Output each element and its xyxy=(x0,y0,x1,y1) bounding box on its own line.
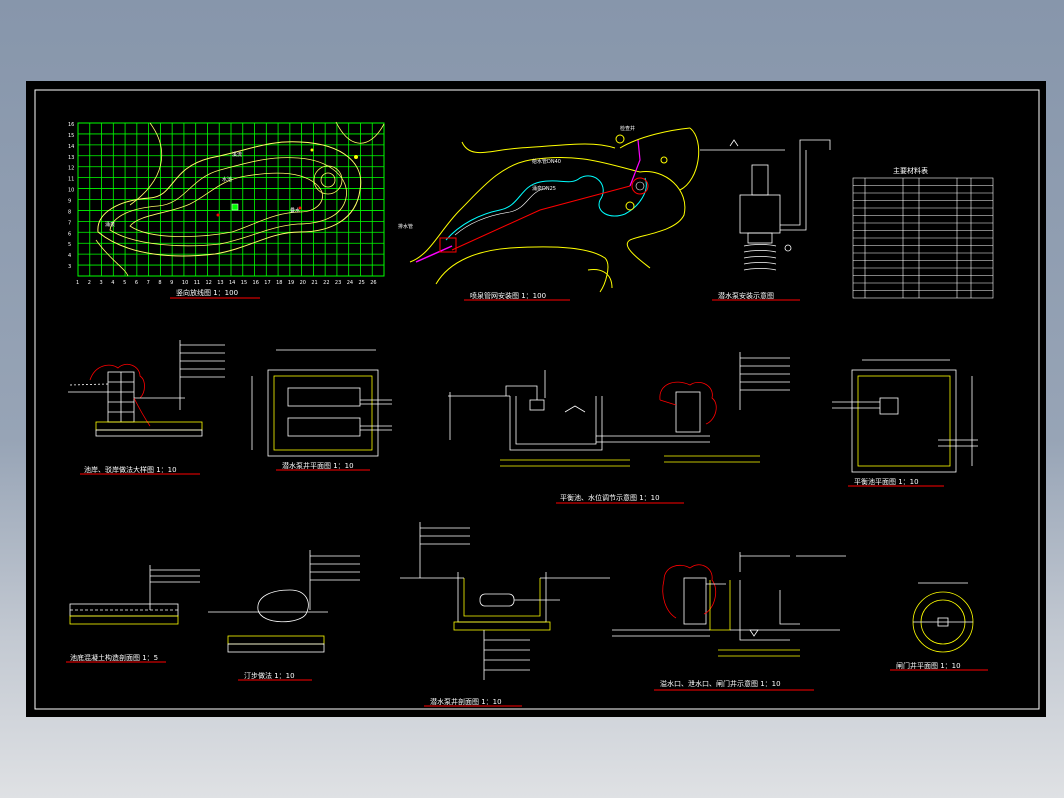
grid-tick-x: 4 xyxy=(111,280,114,286)
grid-tick-x: 5 xyxy=(123,280,126,286)
grid-tick-y: 15 xyxy=(68,133,74,139)
grid-label-3: 涌泉 xyxy=(105,221,115,228)
grid-tick-y: 5 xyxy=(68,242,71,248)
grid-tick-x: 17 xyxy=(264,280,270,286)
paper-frame xyxy=(34,89,1040,710)
edge-section: 池岸、驳岸做法大样图 1：10 xyxy=(68,340,225,475)
pool-section-caption: 平衡池、水位调节示意图 1：10 xyxy=(560,493,660,502)
pump-caption: 潜水泵安装示意图 xyxy=(718,291,774,300)
grid-tick-y: 9 xyxy=(68,199,71,205)
grid-label-4: 叠水 xyxy=(290,207,300,214)
grid-tick-x: 19 xyxy=(288,280,294,286)
pool-section: 平衡池、水位调节示意图 1：10 xyxy=(448,352,790,504)
pump-detail: 潜水泵安装示意图 xyxy=(700,139,831,301)
grid-tick-y: 16 xyxy=(68,122,74,128)
grid-tick-y: 14 xyxy=(68,144,74,150)
grid-tick-x: 24 xyxy=(347,280,353,286)
pipe-label-1: 给水管DN40 xyxy=(532,158,561,165)
balance-plan-caption: 平衡池平面图 1：10 xyxy=(854,477,919,486)
valve-pit-caption: 闸门井平面图 1：10 xyxy=(896,661,961,670)
grid-tick-y: 4 xyxy=(68,253,71,259)
grid-tick-x: 8 xyxy=(158,280,161,286)
grid-tick-x: 3 xyxy=(100,280,103,286)
grid-tick-x: 6 xyxy=(135,280,138,286)
grid-tick-y: 8 xyxy=(68,209,71,215)
grid-tick-x: 18 xyxy=(276,280,282,286)
grid-tick-y: 12 xyxy=(68,166,74,172)
grid-tick-x: 14 xyxy=(229,280,235,286)
edge-caption: 池岸、驳岸做法大样图 1：10 xyxy=(84,465,177,474)
grid-tick-x: 9 xyxy=(170,280,173,286)
grid-tick-x: 2 xyxy=(88,280,91,286)
grid-plan-caption: 竖向放线图 1：100 xyxy=(176,288,238,297)
grid-tick-x: 11 xyxy=(194,280,200,286)
grid-tick-x: 13 xyxy=(217,280,223,286)
stepping-caption: 汀步做法 1：10 xyxy=(244,671,295,680)
grid-tick-y: 13 xyxy=(68,155,74,161)
pipe-plan: 给水管DN40 涌泉DN25 排水管 检查井 喷泉管网安装图 1：100 xyxy=(398,125,700,301)
pit-section: 潜水泵井剖面图 1：10 xyxy=(400,522,610,707)
pit-plan: 潜水泵井平面图 1：10 xyxy=(251,349,392,471)
grid-tick-x: 1 xyxy=(76,280,79,286)
grid-tick-x: 23 xyxy=(335,280,341,286)
outlet-caption: 溢水口、泄水口、闸门井示意图 1：10 xyxy=(660,679,781,688)
pit-section-caption: 潜水泵井剖面图 1：10 xyxy=(430,697,502,706)
pipe-plan-caption: 喷泉管网安装图 1：100 xyxy=(470,291,546,300)
grid-tick-x: 15 xyxy=(241,280,247,286)
outlet-detail: 溢水口、泄水口、闸门井示意图 1：10 xyxy=(612,552,846,691)
grid-tick-x: 22 xyxy=(323,280,329,286)
grid-tick-y: 10 xyxy=(68,188,74,194)
stepping-stone: 汀步做法 1：10 xyxy=(208,550,360,681)
materials-table-title: 主要材料表 xyxy=(893,166,928,175)
valve-pit: 闸门井平面图 1：10 xyxy=(890,582,988,671)
grid-tick-y: 6 xyxy=(68,231,71,237)
grid-tick-x: 12 xyxy=(205,280,211,286)
bottom-section: 池底混凝土构造剖面图 1：5 xyxy=(66,565,200,663)
pipe-label-4: 检查井 xyxy=(620,125,635,132)
grid-tick-y: 11 xyxy=(68,177,74,183)
pipe-label-2: 涌泉DN25 xyxy=(532,185,556,192)
grid-label-1: 水池 xyxy=(222,176,232,183)
materials-table: 主要材料表 xyxy=(852,166,994,299)
pit-plan-caption: 潜水泵井平面图 1：10 xyxy=(282,461,354,470)
grid-tick-x: 25 xyxy=(358,280,364,286)
grid-tick-y: 3 xyxy=(68,264,71,270)
grid-tick-x: 20 xyxy=(300,280,306,286)
grid-tick-x: 21 xyxy=(311,280,317,286)
pipe-label-3: 排水管 xyxy=(398,223,413,230)
pond-outline xyxy=(97,141,362,257)
grid-tick-x: 16 xyxy=(253,280,259,286)
grid-tick-x: 26 xyxy=(370,280,376,286)
grid-tick-y: 7 xyxy=(68,220,71,226)
grid-tick-x: 10 xyxy=(182,280,188,286)
grid-label-2: 溪流 xyxy=(232,151,242,158)
balance-plan: 平衡池平面图 1：10 xyxy=(832,359,978,487)
bottom-section-caption: 池底混凝土构造剖面图 1：5 xyxy=(70,653,158,662)
grid-tick-x: 7 xyxy=(147,280,150,286)
